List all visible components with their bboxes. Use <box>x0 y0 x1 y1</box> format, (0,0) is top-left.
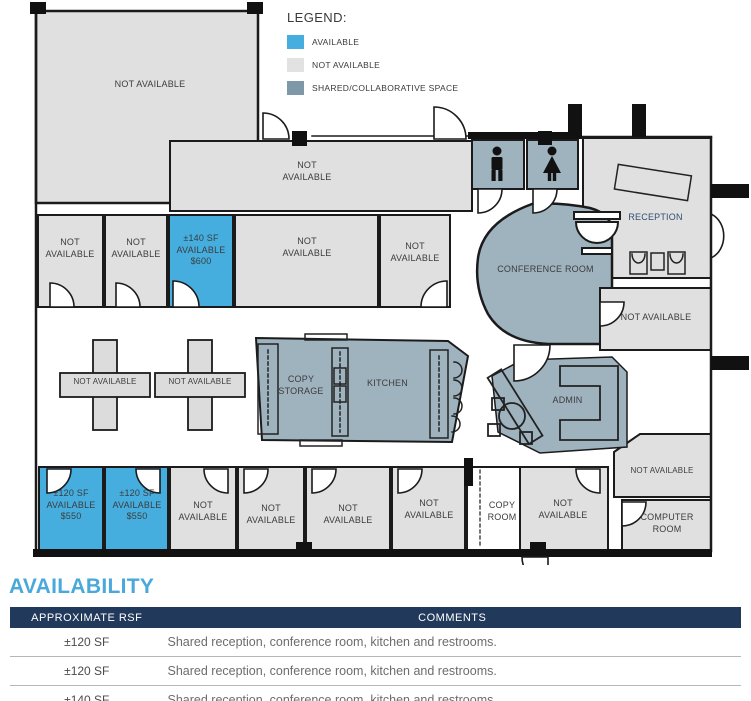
cell-rsf: ±120 SF <box>64 664 110 678</box>
legend-item-available: AVAILABLE <box>287 34 487 49</box>
legend-item-label: SHARED/COLLABORATIVE SPACE <box>312 82 459 93</box>
reception-furniture <box>613 163 693 275</box>
desk-label-1: NOT AVAILABLE <box>73 377 137 386</box>
wall-stub <box>711 356 749 370</box>
room-label-suite-120-a: ±120 SF AVAILABLE $550 <box>46 488 96 522</box>
room-label-bottom-1: NOT AVAILABLE <box>178 500 228 522</box>
room-top-center <box>169 140 473 212</box>
availability-title: AVAILABILITY <box>9 575 155 598</box>
door-swings <box>46 106 647 565</box>
wall-segment <box>468 132 582 139</box>
room-label-copy-storage: COPY STORAGE <box>278 374 324 396</box>
wall-bottom <box>33 549 712 557</box>
legend: LEGEND: AVAILABLE NOT AVAILABLE SHARED/C… <box>287 10 487 103</box>
entry-door-right <box>709 212 725 260</box>
table-header-row: APPROXIMATE RSF COMMENTS <box>10 607 741 628</box>
admin-furniture <box>486 365 619 446</box>
room-label-top-center: NOT AVAILABLE <box>282 160 332 182</box>
legend-item-label: NOT AVAILABLE <box>312 59 381 70</box>
room-label-bottom-5: NOT AVAILABLE <box>538 498 588 520</box>
room-label-admin: ADMIN <box>552 395 583 405</box>
wall-stub <box>30 2 46 14</box>
room-label-mid-center: NOT AVAILABLE <box>282 236 332 258</box>
podium-top <box>573 211 621 220</box>
kitchen-furniture <box>257 333 463 447</box>
room-label-right-2: NOT AVAILABLE <box>630 466 694 475</box>
podium-bowl <box>574 221 620 244</box>
legend-item-label: AVAILABLE <box>312 36 360 47</box>
legend-title: LEGEND: <box>287 10 347 25</box>
legend-item-not-available: NOT AVAILABLE <box>287 57 487 72</box>
male-icon <box>491 146 503 181</box>
female-icon <box>543 146 561 181</box>
cell-comments: Shared reception, conference room, kitch… <box>167 635 497 649</box>
wall-stub <box>568 104 582 137</box>
room-mid-center <box>234 214 379 308</box>
room-right-1 <box>599 287 712 351</box>
cell-comments: Shared reception, conference room, kitch… <box>167 693 497 701</box>
availability-table: APPROXIMATE RSF COMMENTS ±120 SF Shared … <box>10 607 741 701</box>
table-row: ±120 SF Shared reception, conference roo… <box>10 657 741 686</box>
room-label-reception: RECEPTION <box>628 212 683 222</box>
room-label-bottom-2: NOT AVAILABLE <box>246 503 296 525</box>
room-label-bottom-4: NOT AVAILABLE <box>404 498 454 520</box>
cell-rsf: ±120 SF <box>64 635 110 649</box>
room-label-mid-right: NOT AVAILABLE <box>390 241 440 263</box>
room-copy <box>466 466 521 552</box>
table-row: ±120 SF Shared reception, conference roo… <box>10 628 741 657</box>
wall-stub <box>538 131 552 145</box>
room-label-conference: CONFERENCE ROOM <box>497 264 594 274</box>
room-label-top-left: NOT AVAILABLE <box>114 79 186 89</box>
floor-plan: NOT AVAILABLE NOT AVAILABLE NOT AVAILABL… <box>30 2 749 565</box>
wall-stub <box>632 104 646 137</box>
wall-stub <box>530 542 546 550</box>
header-approximate-rsf: APPROXIMATE RSF <box>31 611 143 624</box>
header-comments: COMMENTS <box>418 611 487 624</box>
floor-plan-svg <box>30 2 749 565</box>
wall-stub <box>296 542 312 550</box>
desk-cluster-2 <box>154 339 246 431</box>
podium-base <box>581 247 613 255</box>
room-label-suite-140: ±140 SF AVAILABLE $600 <box>176 233 226 267</box>
room-label-computer: COMPUTER ROOM <box>640 512 694 534</box>
available-swatch <box>287 34 304 49</box>
room-left-1 <box>37 214 104 308</box>
room-label-left-1: NOT AVAILABLE <box>45 237 95 259</box>
wall-stub <box>464 458 473 486</box>
wall-stub <box>247 2 263 14</box>
availability-section: AVAILABILITY APPROXIMATE RSF COMMENTS ±1… <box>0 567 751 701</box>
shared-swatch <box>287 80 304 95</box>
room-label-right-1: NOT AVAILABLE <box>620 312 692 322</box>
room-copy-storage-kitchen <box>254 336 470 444</box>
room-label-copy-room: COPY ROOM <box>487 500 517 522</box>
wall-stub <box>292 131 307 146</box>
cell-comments: Shared reception, conference room, kitch… <box>167 664 497 678</box>
room-label-suite-120-b: ±120 SF AVAILABLE $550 <box>112 488 162 522</box>
room-conference <box>475 202 614 346</box>
desk-cluster-1 <box>59 339 151 431</box>
legend-item-shared: SHARED/COLLABORATIVE SPACE <box>287 80 487 95</box>
room-label-left-2: NOT AVAILABLE <box>111 237 161 259</box>
not-available-swatch <box>287 57 304 72</box>
wall-stub <box>711 184 749 198</box>
room-label-bottom-3: NOT AVAILABLE <box>323 503 373 525</box>
desk-label-2: NOT AVAILABLE <box>168 377 232 386</box>
cell-rsf: ±140 SF <box>64 693 110 701</box>
table-row: ±140 SF Shared reception, conference roo… <box>10 686 741 701</box>
room-label-kitchen: KITCHEN <box>367 378 408 388</box>
